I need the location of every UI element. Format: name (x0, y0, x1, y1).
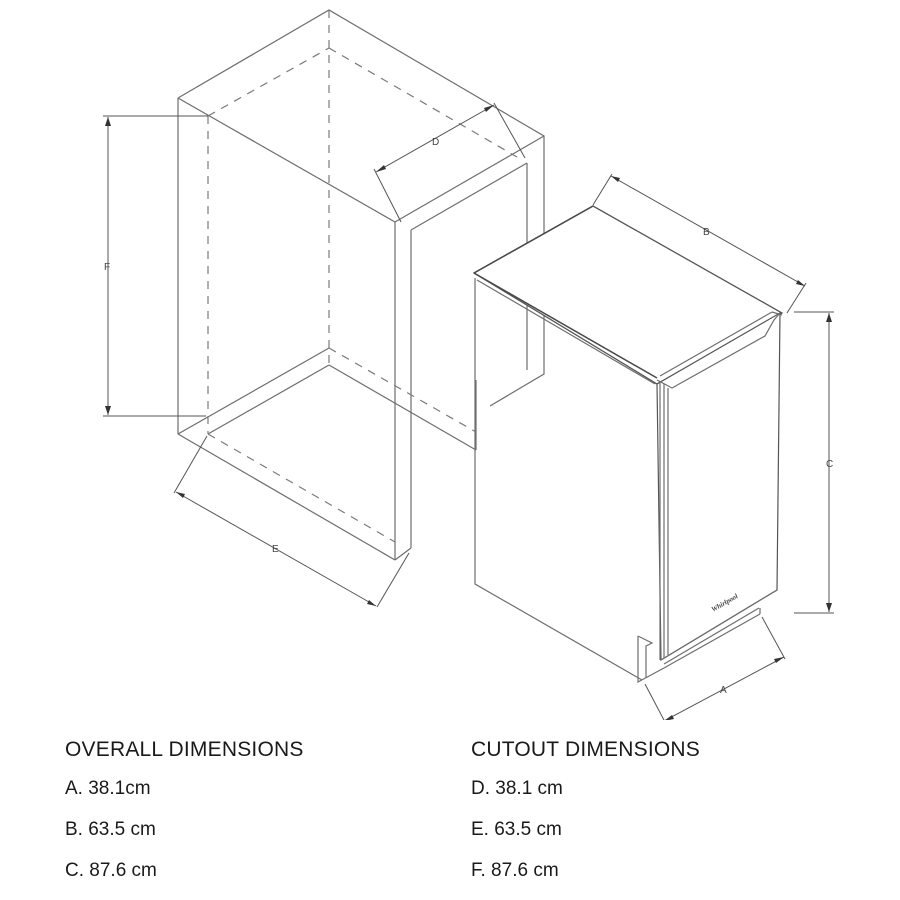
dimension-e: E (173, 435, 410, 608)
dimension-f: F (103, 115, 208, 417)
label-a: A (720, 685, 727, 696)
dimension-a: A (644, 616, 786, 720)
cutout-dimension-e: E. 63.5 cm (471, 819, 562, 840)
dimension-diagram: D F E (103, 9, 834, 720)
label-c: C (826, 459, 833, 470)
overall-dimension-a: A. 38.1cm (65, 778, 151, 799)
dimension-b: B (592, 173, 807, 314)
cutout-dimension-f: F. 87.6 cm (471, 860, 559, 881)
overall-dimensions-title: OVERALL DIMENSIONS (65, 738, 304, 761)
overall-dimensions: OVERALL DIMENSIONS A. 38.1cm B. 63.5 cm … (65, 738, 304, 899)
refrigerator: Whirlpool (472, 205, 784, 684)
overall-dimension-b: B. 63.5 cm (65, 819, 156, 840)
dimension-c: C (794, 311, 834, 614)
label-b: B (703, 227, 710, 238)
cutout-dimensions: CUTOUT DIMENSIONS D. 38.1 cm E. 63.5 cm … (471, 738, 700, 899)
overall-dimension-c: C. 87.6 cm (65, 860, 157, 881)
dimension-d: D (373, 102, 526, 223)
label-d: D (432, 137, 439, 148)
cutout-dimension-d: D. 38.1 cm (471, 778, 563, 799)
cutout-dimensions-title: CUTOUT DIMENSIONS (471, 738, 700, 761)
label-e: E (272, 544, 279, 555)
label-f: F (104, 262, 110, 273)
cutout-box (177, 9, 545, 561)
